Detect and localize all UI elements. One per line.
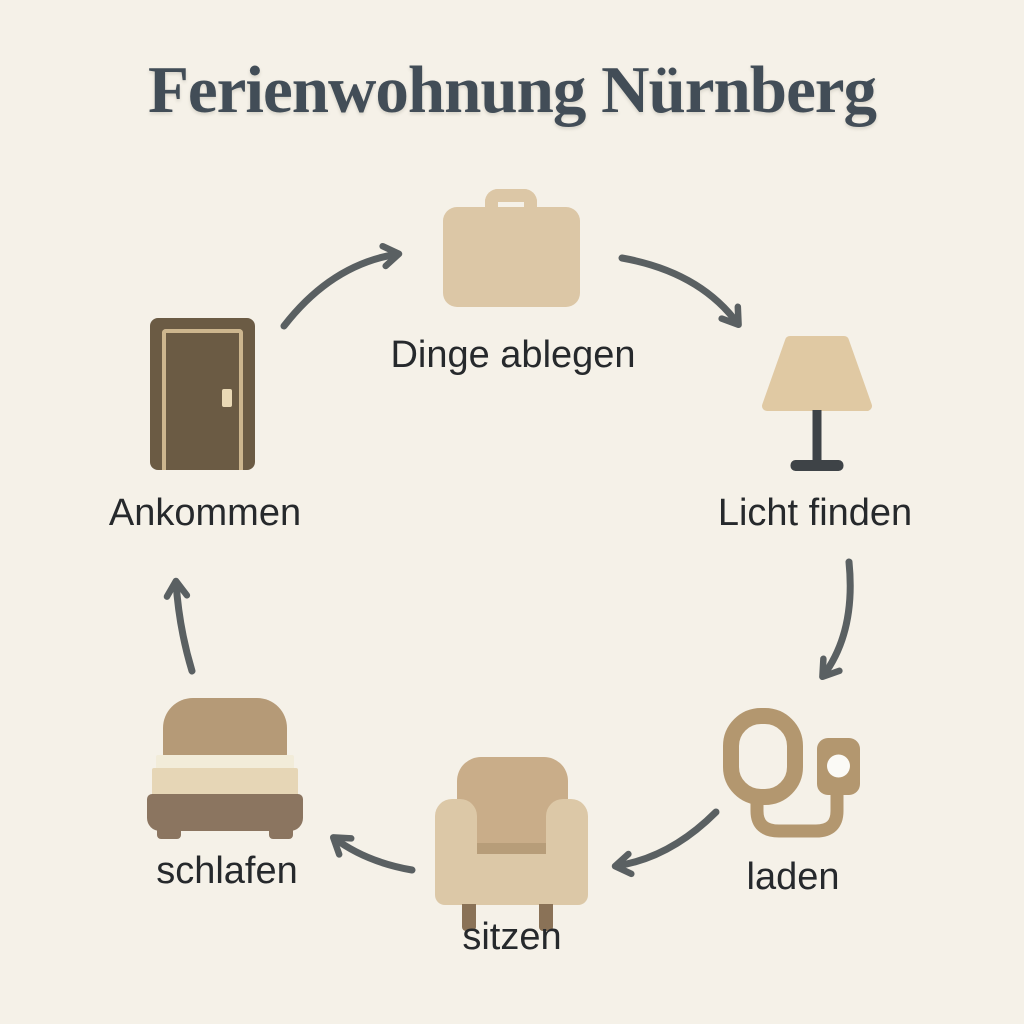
suitcase-body <box>443 207 580 307</box>
step-label-dinge-ablegen: Dinge ablegen <box>390 334 636 376</box>
arrow-charger-to-chair <box>611 808 720 878</box>
door-icon <box>150 318 255 470</box>
bed-headboard <box>163 698 287 760</box>
step-label-laden: laden <box>746 856 840 898</box>
suitcase-icon <box>443 189 580 308</box>
door-trim <box>162 329 243 470</box>
bed-frame <box>147 794 303 831</box>
lamp-shade <box>762 336 872 411</box>
arrow-suitcase-to-lamp <box>618 254 742 329</box>
charger-icon <box>723 708 860 838</box>
door-handle <box>222 389 232 407</box>
armchair-icon <box>433 755 593 935</box>
bed-sheet <box>156 755 294 770</box>
lamp-base <box>790 460 844 471</box>
lamp-stem <box>812 410 822 463</box>
arrow-door-to-suitcase <box>280 242 403 330</box>
armchair-leg-left <box>462 904 476 931</box>
bed-foot-right <box>269 829 293 839</box>
armchair-base <box>435 854 588 905</box>
arrow-bed-to-door <box>163 577 196 675</box>
step-label-schlafen: schlafen <box>156 850 298 892</box>
arrow-chair-to-bed <box>329 834 416 874</box>
bed-foot-left <box>157 829 181 839</box>
step-label-sitzen: sitzen <box>462 916 562 958</box>
bed-blanket <box>152 768 298 796</box>
armchair-leg-right <box>539 904 553 931</box>
bed-icon <box>145 698 305 841</box>
step-label-licht-finden: Licht finden <box>717 492 913 534</box>
charger-cable <box>750 786 844 838</box>
arrow-lamp-to-charger <box>819 558 854 681</box>
lamp-icon <box>762 336 872 471</box>
charger-cable-loop <box>723 708 803 805</box>
step-label-ankommen: Ankommen <box>108 492 302 534</box>
charger-plug-port <box>827 754 850 778</box>
page-title: Ferienwohnung Nürnberg <box>147 53 877 127</box>
